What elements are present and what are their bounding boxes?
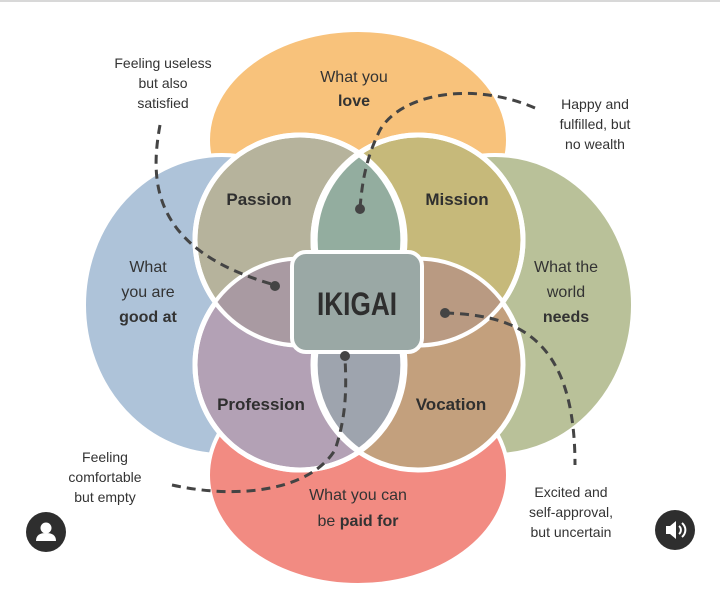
paid-for-label-prefix: be (318, 513, 340, 530)
paid-for-label-line1: What you can (309, 487, 407, 504)
profession-label: Profession (217, 395, 305, 414)
good-at-label-line1: What (129, 259, 167, 276)
world-needs-label-line2: world (546, 284, 585, 301)
connector-top-left (154, 124, 276, 287)
sound-button[interactable] (655, 510, 695, 550)
inner-circle-layer (192, 132, 526, 473)
connector-top-right (358, 91, 536, 209)
note-bottom-left: Feeling comfortable but empty (68, 449, 142, 505)
note-top-left: Feeling useless but also satisfied (114, 55, 212, 111)
connectors (154, 91, 577, 494)
top-border (0, 0, 720, 2)
vocation-label: Vocation (416, 395, 487, 414)
paid-for-label-line2: be paid for (318, 513, 399, 530)
avatar-button[interactable] (26, 512, 66, 552)
love-label-line2: love (338, 93, 370, 110)
speaker-icon (666, 521, 687, 539)
good-at-label-line2: you are (121, 284, 174, 301)
world-needs-label-line1: What the (534, 259, 598, 276)
passion-label: Passion (226, 190, 291, 209)
connector-bottom-right (444, 311, 577, 466)
mission-label: Mission (425, 190, 488, 209)
good-at-label-line3: good at (119, 309, 177, 326)
ikigai-center (290, 250, 424, 354)
connector-dots (270, 204, 450, 361)
note-bottom-right: Excited and self-approval, but uncertain (528, 484, 614, 540)
ikigai-label: IKIGAI (317, 286, 397, 322)
connector-bottom-left (171, 357, 348, 494)
love-label-line1: What you (320, 69, 388, 86)
note-top-right: Happy and fulfilled, but no wealth (559, 96, 631, 152)
user-icon (36, 522, 56, 541)
world-needs-label-line3: needs (543, 309, 589, 326)
paid-for-label-bold: paid for (340, 513, 399, 530)
